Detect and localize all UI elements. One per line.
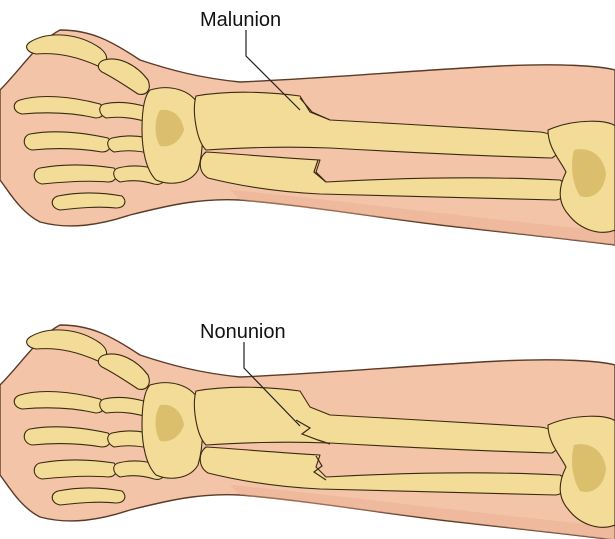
malunion-arm-illustration [0, 30, 615, 245]
nonunion-label: Nonunion [200, 321, 286, 343]
nonunion-panel: Nonunion [0, 321, 615, 539]
nonunion-arm-illustration [0, 325, 615, 539]
malunion-label: Malunion [200, 9, 281, 31]
malunion-panel: Malunion [0, 9, 615, 245]
